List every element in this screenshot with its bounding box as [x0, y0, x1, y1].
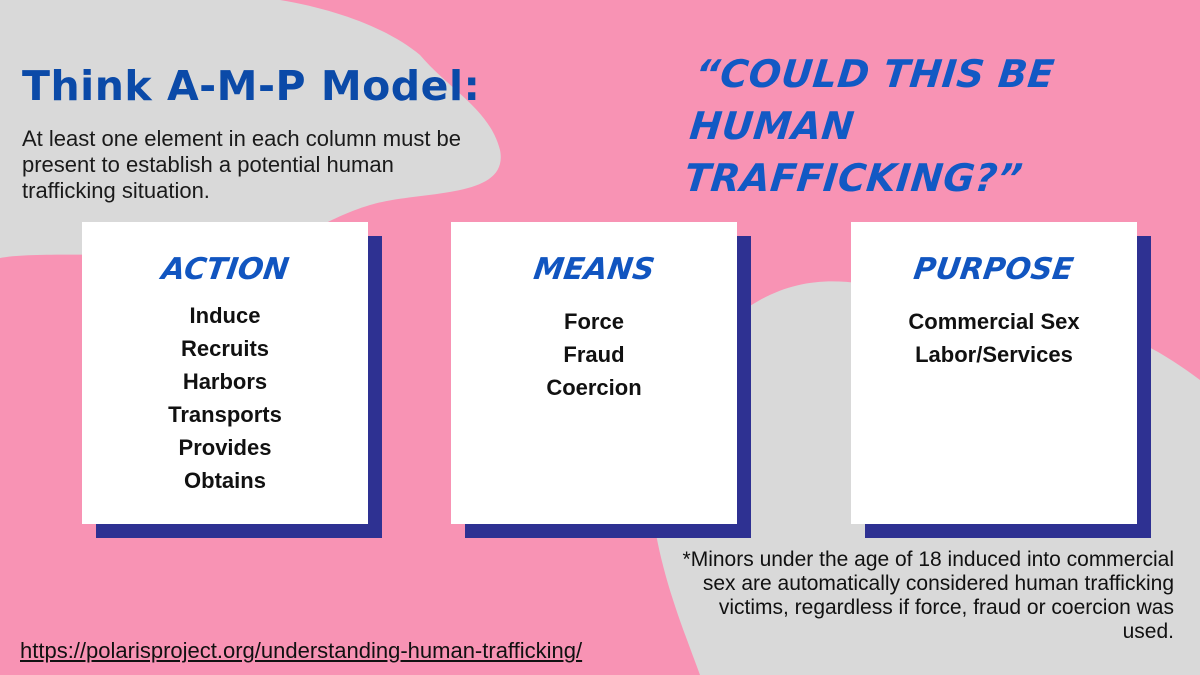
means-card: MEANS Force Fraud Coercion — [451, 222, 737, 524]
list-item: Harbors — [182, 369, 268, 394]
list-item: Provides — [178, 435, 272, 460]
means-list: Force Fraud Coercion — [546, 305, 641, 404]
list-item: Commercial Sex — [908, 309, 1080, 334]
list-item: Obtains — [184, 468, 266, 493]
gray-blob-top-left — [0, 0, 501, 258]
minors-footnote: *Minors under the age of 18 induced into… — [682, 548, 1174, 643]
model-heading: Think A-M-P Model: — [22, 62, 481, 110]
list-item: Coercion — [546, 375, 642, 400]
list-item: Transports — [168, 402, 282, 427]
list-item: Induce — [189, 303, 261, 328]
list-item: Fraud — [563, 342, 625, 367]
means-card-title: MEANS — [531, 252, 657, 287]
list-item: Labor/Services — [915, 342, 1073, 367]
list-item: Force — [564, 309, 624, 334]
purpose-card-title: PURPOSE — [912, 252, 1076, 287]
action-list: Induce Recruits Harbors Transports Provi… — [168, 299, 282, 497]
action-card-title: ACTION — [159, 252, 291, 287]
purpose-card: PURPOSE Commercial Sex Labor/Services — [851, 222, 1137, 524]
quote-heading: “COULD THIS BE HUMAN TRAFFICKING?” — [682, 52, 1057, 200]
list-item: Recruits — [180, 336, 270, 361]
model-description: At least one element in each column must… — [22, 126, 462, 203]
polaris-project-link[interactable]: https://polarisproject.org/understanding… — [20, 638, 583, 663]
purpose-list: Commercial Sex Labor/Services — [908, 305, 1079, 371]
action-card: ACTION Induce Recruits Harbors Transport… — [82, 222, 368, 524]
